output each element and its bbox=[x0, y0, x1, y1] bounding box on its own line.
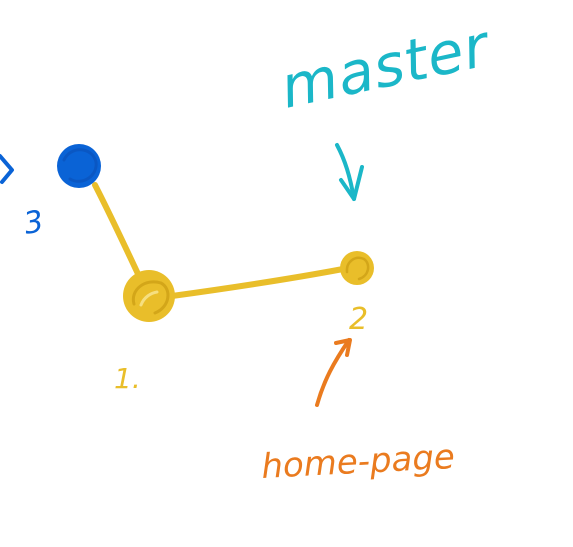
branch-label-home-page: home-page bbox=[260, 437, 455, 487]
commit-node-2-scribble bbox=[345, 256, 370, 281]
left-arrow-fragment-icon bbox=[0, 154, 14, 184]
master-arrow-icon bbox=[335, 143, 356, 201]
commit-node-1-highlight bbox=[139, 290, 159, 307]
commit-label-3: 3 bbox=[21, 204, 46, 242]
home-page-arrow-icon bbox=[315, 338, 351, 407]
edge-commit-1-to-2 bbox=[169, 266, 346, 299]
commit-node-1-scribble bbox=[131, 280, 170, 315]
commit-label-1: 1. bbox=[114, 362, 141, 395]
master-arrowhead-icon bbox=[339, 165, 364, 201]
commit-label-2: 2 bbox=[349, 302, 368, 337]
branch-label-master: master bbox=[275, 11, 497, 122]
commit-node-3-scribble bbox=[62, 148, 98, 183]
home-page-arrowhead-icon bbox=[334, 338, 352, 357]
edge-commit-3-to-1 bbox=[92, 182, 142, 279]
